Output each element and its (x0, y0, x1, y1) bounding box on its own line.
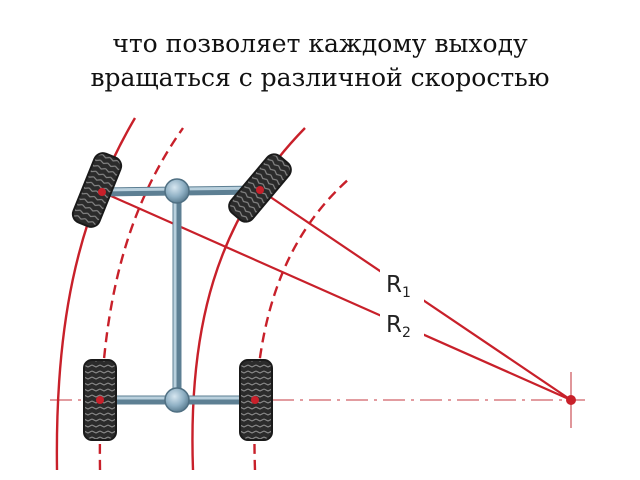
title-line-2: вращаться с различной скоростью (90, 63, 550, 92)
title-line-1: что позволяет каждому выходу (112, 29, 528, 58)
r2-label-subscript: 2 (402, 325, 411, 341)
front-hub (164, 178, 190, 204)
turning-center-point (566, 395, 576, 405)
radius-line-r2 (101, 190, 572, 402)
r2-label-background (380, 306, 424, 344)
r1-label-subscript: 1 (402, 285, 411, 301)
r1-label-letter: R (386, 272, 402, 298)
r1-label: R1 (386, 272, 411, 301)
r1-label-background (380, 266, 424, 302)
front-left-tire (71, 152, 123, 228)
rear-right-wheel-center (251, 396, 259, 404)
front-right-wheel-center (256, 186, 264, 194)
front-left-wheel-center (98, 188, 106, 196)
rear-differential (164, 387, 190, 413)
slide-title: что позволяет каждому выходу вращаться с… (0, 27, 640, 95)
rear-left-wheel-center (96, 396, 104, 404)
r2-label-letter: R (386, 312, 402, 338)
r2-label: R2 (386, 312, 411, 341)
